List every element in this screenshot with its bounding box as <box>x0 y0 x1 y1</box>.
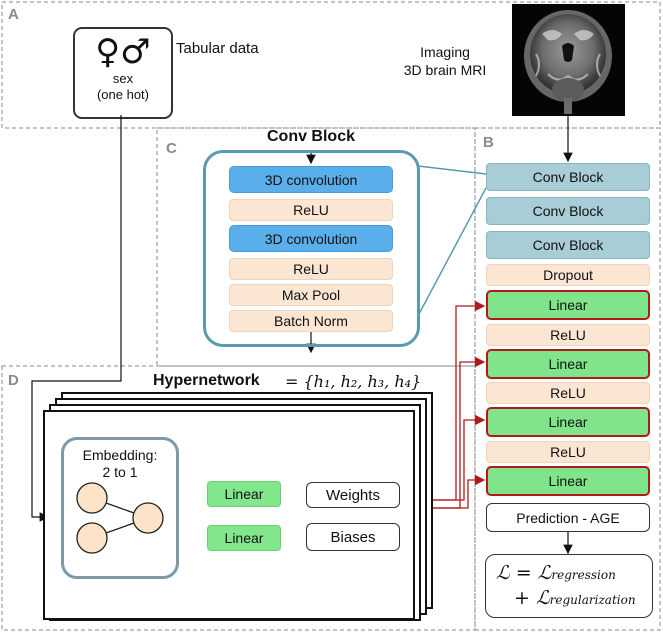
main-layer-8: ReLU <box>486 382 650 404</box>
section-label-a: A <box>8 6 19 23</box>
sex-symbols-icon: ♀♂ <box>95 32 151 72</box>
input-node-2 <box>76 522 108 554</box>
weights-box: Weights <box>306 482 400 508</box>
brain-mri-image <box>512 4 625 116</box>
tabular-data-label: Tabular data <box>176 40 259 57</box>
conv-detail-layer-4: ReLU <box>229 258 393 280</box>
sex-input-box: ♀♂ sex (one hot) <box>73 27 173 119</box>
biases-box: Biases <box>306 523 400 551</box>
sex-encoding-label: (one hot) <box>96 87 150 102</box>
conv-detail-layer-6: Batch Norm <box>229 310 393 332</box>
imaging-label: Imaging <box>420 44 470 60</box>
hypernetwork-formula: = {h₁, h₂, h₃, h₄} <box>282 372 425 391</box>
main-layer-9: Linear <box>486 407 650 437</box>
conv-detail-layer-5: Max Pool <box>229 284 393 306</box>
hyper-linear-1: Linear <box>207 481 281 507</box>
conv-detail-layer-2: ReLU <box>229 199 393 221</box>
prediction-box: Prediction - AGE <box>486 503 650 532</box>
section-a-border <box>1 1 661 129</box>
section-label-c: C <box>166 140 177 157</box>
sex-label: sex <box>112 71 134 86</box>
main-layer-7: Linear <box>486 349 650 379</box>
main-layer-6: ReLU <box>486 324 650 346</box>
main-layer-5: Linear <box>486 290 650 320</box>
main-layer-2: Conv Block <box>486 197 650 225</box>
output-node <box>132 502 164 534</box>
section-label-b: B <box>483 134 494 151</box>
main-layer-3: Conv Block <box>486 231 650 259</box>
conv-detail-layer-1: 3D convolution <box>229 166 393 193</box>
loss-regularization-subscript: regularization <box>549 593 636 607</box>
main-layer-4: Dropout <box>486 264 650 286</box>
mri-label: 3D brain MRI <box>403 62 487 78</box>
main-layer-11: Linear <box>486 466 650 496</box>
section-d-border <box>1 365 476 631</box>
conv-block-detail-frame <box>203 150 420 347</box>
main-layer-1: Conv Block <box>486 163 650 191</box>
input-node-1 <box>76 482 108 514</box>
embedding-label: Embedding: <box>82 447 158 463</box>
embedding-ratio-label: 2 to 1 <box>102 464 138 480</box>
loss-regression-subscript: regression <box>551 568 616 582</box>
main-layer-10: ReLU <box>486 441 650 463</box>
hyper-linear-2: Linear <box>207 525 281 551</box>
embedding-graph <box>76 482 164 554</box>
conv-block-title: Conv Block <box>266 128 355 145</box>
conv-detail-layer-3: 3D convolution <box>229 225 393 252</box>
hypernetwork-title: Hypernetwork <box>150 372 263 390</box>
section-label-d: D <box>8 372 19 389</box>
loss-plus: + ℒ <box>514 587 550 609</box>
loss-box: ℒ = ℒregression + ℒregularization <box>485 554 653 618</box>
loss-lhs: ℒ = ℒ <box>496 562 552 584</box>
